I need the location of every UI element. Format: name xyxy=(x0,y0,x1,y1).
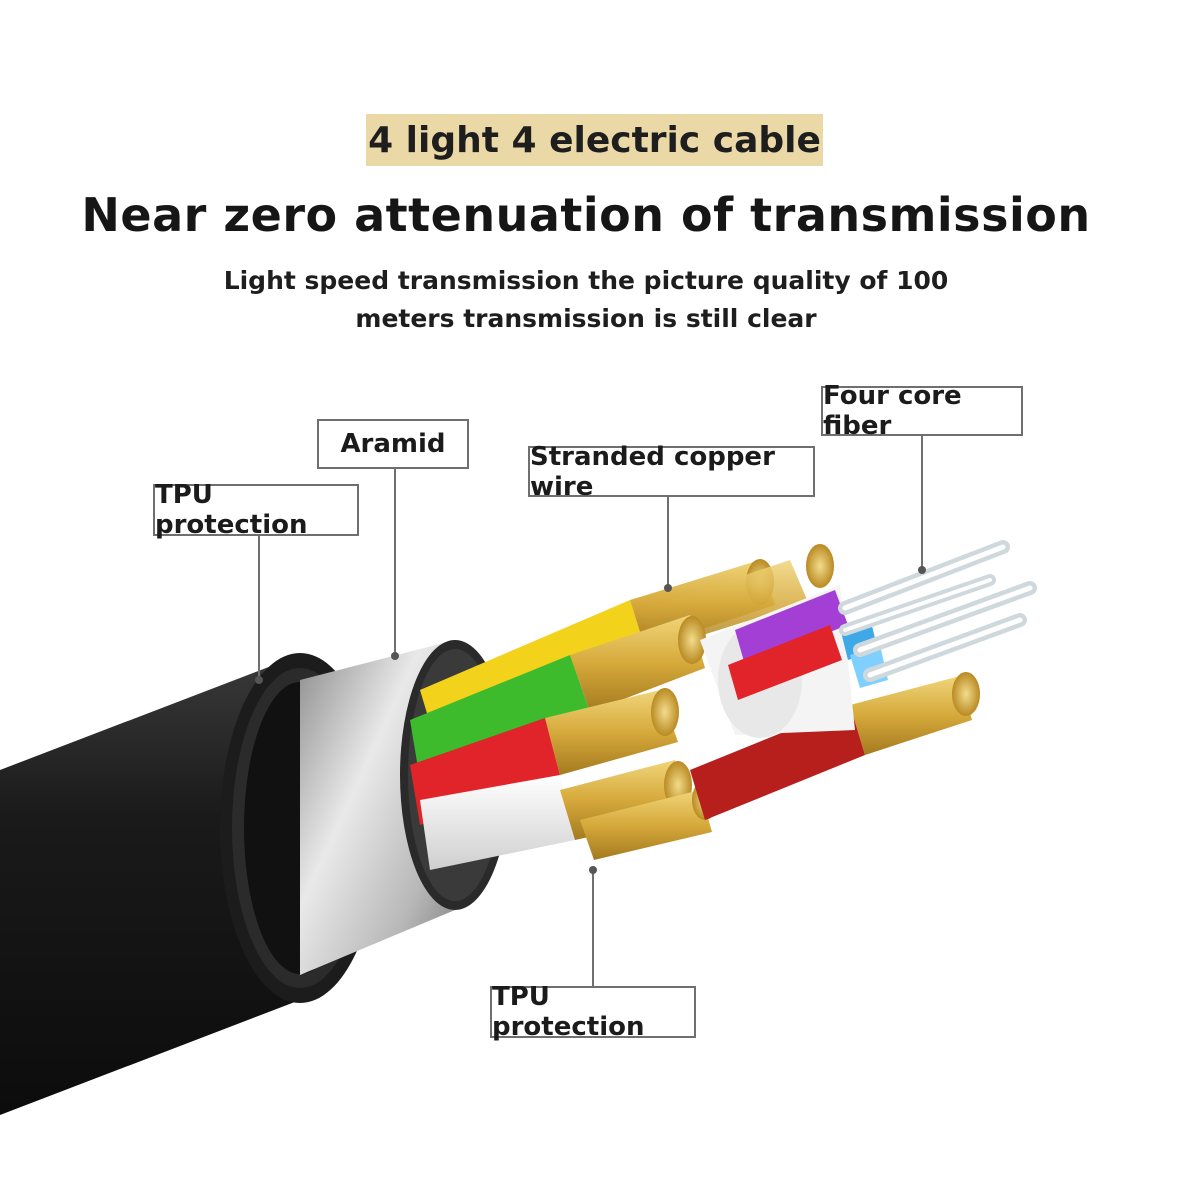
callout-tpu-inner: TPU protection xyxy=(490,982,696,1042)
headline: Near zero attenuation of transmission xyxy=(81,188,1091,242)
callout-aramid: Aramid xyxy=(317,419,469,469)
banner: 4 light 4 electric cable xyxy=(366,114,823,166)
callout-tpu-outer: TPU protection xyxy=(153,480,359,540)
subtitle-line-2: meters transmission is still clear xyxy=(355,304,817,333)
callout-copper-wire: Stranded copper wire xyxy=(528,442,815,502)
subtitle-line-1: Light speed transmission the picture qua… xyxy=(223,266,949,295)
callout-four-core-fiber: Four core fiber xyxy=(821,381,1023,441)
